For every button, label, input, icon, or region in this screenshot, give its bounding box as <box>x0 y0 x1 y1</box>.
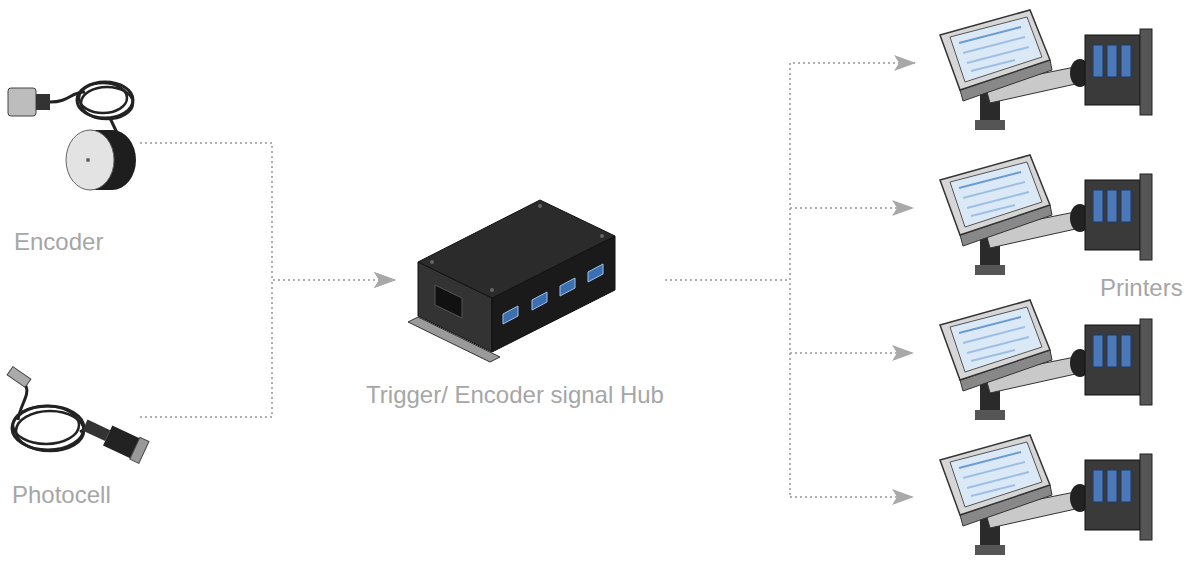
illustration-part <box>790 352 914 354</box>
illustration-part <box>430 260 434 264</box>
photocell-illustration <box>7 367 149 464</box>
illustration-part <box>77 82 133 118</box>
device-caption: Trigger/ Encoder signal Hub <box>366 381 664 409</box>
illustration-part <box>940 155 1152 275</box>
signal-connector <box>140 280 396 417</box>
illustration-part <box>940 10 1152 130</box>
illustration-part <box>8 88 36 116</box>
illustration-part <box>940 435 1152 555</box>
illustration-part <box>435 285 462 318</box>
illustration-part <box>600 234 604 238</box>
illustration-part <box>532 292 547 310</box>
illustration-part <box>490 288 494 292</box>
illustration-part <box>130 437 149 463</box>
photocell-node: Photocell <box>0 365 140 475</box>
printers-node: Printers <box>918 0 1198 560</box>
illustration-part <box>86 158 90 162</box>
device-caption: Printers <box>1100 274 1183 302</box>
illustration-part <box>66 130 114 190</box>
illustration-part <box>790 207 914 209</box>
hub-node: Trigger/ Encoder signal Hub <box>398 192 663 357</box>
device-caption: Photocell <box>12 481 111 509</box>
illustration-part <box>79 83 127 113</box>
illustration-part <box>418 200 615 298</box>
branch-wires <box>790 63 914 497</box>
illustration-part <box>588 264 603 282</box>
illustration-part <box>82 420 110 441</box>
signal-connector <box>140 143 396 280</box>
illustration-part <box>503 306 518 324</box>
illustration-part <box>560 278 575 296</box>
illustration-part <box>940 300 1152 420</box>
encoder-node: Encoder <box>0 72 140 202</box>
illustration-part <box>13 406 79 444</box>
illustration-part <box>80 414 149 463</box>
illustration-part <box>538 204 542 208</box>
illustration-part <box>790 496 914 498</box>
hub-illustration <box>408 200 615 362</box>
device-caption: Encoder <box>14 228 103 256</box>
illustration-part <box>7 367 31 388</box>
encoder-illustration <box>8 82 136 190</box>
illustration-part <box>12 406 84 450</box>
illustration-part <box>36 94 50 110</box>
signal-connector <box>665 63 916 280</box>
